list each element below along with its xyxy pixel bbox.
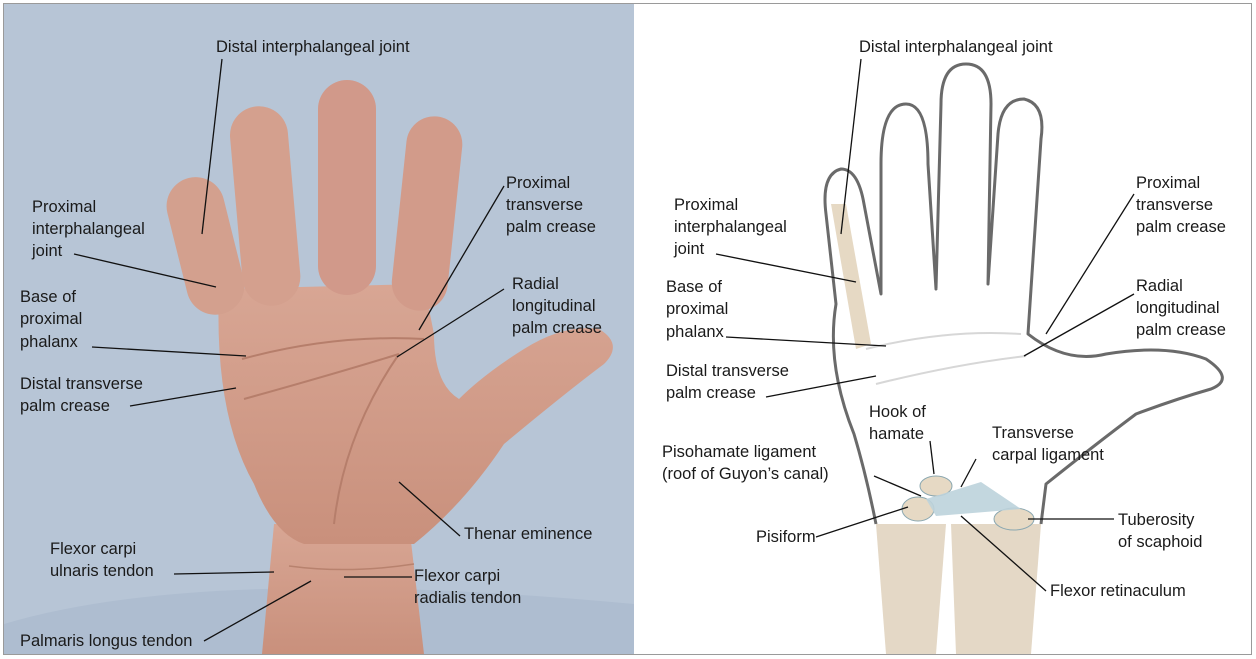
hand-photo: Distal interphalangeal joint Proximal in… (4, 4, 634, 654)
draw-label-base-1: Base of (666, 278, 722, 296)
photo-label-distal-transverse-2: palm crease (20, 397, 110, 415)
hand-drawing-panel: Distal interphalangeal joint Proximal in… (636, 4, 1251, 654)
draw-label-pisohamate-2: (roof of Guyon’s canal) (662, 465, 829, 483)
photo-label-fcr-1: Flexor carpi (414, 567, 500, 585)
draw-label-transverse-carpal-2: carpal ligament (992, 446, 1104, 464)
photo-label-distal-ip: Distal interphalangeal joint (216, 38, 410, 56)
crease-distal-drawn (866, 333, 1021, 349)
middle-finger (318, 80, 376, 295)
draw-label-tuberosity-1: Tuberosity (1118, 511, 1195, 529)
photo-label-radial-3: palm crease (512, 319, 602, 337)
ulna-bone (876, 524, 946, 654)
photo-label-distal-transverse-1: Distal transverse (20, 375, 143, 393)
draw-label-radial-1: Radial (1136, 277, 1183, 295)
photo-label-proximal-ip-1: Proximal (32, 198, 96, 216)
photo-label-proximal-ip-2: interphalangeal (32, 220, 145, 238)
photo-label-proximal-transverse-1: Proximal (506, 174, 570, 192)
photo-label-radial-1: Radial (512, 275, 559, 293)
photo-label-radial-2: longitudinal (512, 297, 595, 315)
draw-label-tuberosity-2: of scaphoid (1118, 533, 1202, 551)
photo-label-proximal-ip-3: joint (31, 242, 63, 260)
draw-label-radial-2: longitudinal (1136, 299, 1219, 317)
photo-label-thenar: Thenar eminence (464, 525, 592, 543)
draw-label-distal-transverse-1: Distal transverse (666, 362, 789, 380)
draw-label-proximal-transverse-1: Proximal (1136, 174, 1200, 192)
draw-label-proximal-transverse-2: transverse (1136, 196, 1213, 214)
photo-label-fcu-2: ulnaris tendon (50, 562, 154, 580)
index-finger (389, 114, 465, 314)
radius-bone (951, 524, 1041, 654)
draw-label-radial-3: palm crease (1136, 321, 1226, 339)
draw-label-proximal-ip-1: Proximal (674, 196, 738, 214)
photo-label-proximal-transverse-3: palm crease (506, 218, 596, 236)
draw-label-proximal-ip-2: interphalangeal (674, 218, 787, 236)
photo-label-base-3: phalanx (20, 333, 79, 351)
draw-label-pisiform: Pisiform (756, 528, 816, 546)
hand-drawing: Distal interphalangeal joint Proximal in… (636, 4, 1251, 654)
photo-label-palmaris: Palmaris longus tendon (20, 632, 192, 650)
draw-label-hook-hamate-1: Hook of (869, 403, 926, 421)
hand-photo-panel: Distal interphalangeal joint Proximal in… (4, 4, 634, 654)
draw-label-transverse-carpal-1: Transverse (992, 424, 1074, 442)
draw-label-proximal-transverse-3: palm crease (1136, 218, 1226, 236)
photo-label-base-1: Base of (20, 288, 76, 306)
draw-label-distal-transverse-2: palm crease (666, 384, 756, 402)
crease-proximal-drawn (876, 356, 1026, 384)
draw-label-flexor-retinaculum: Flexor retinaculum (1050, 582, 1186, 600)
draw-label-hook-hamate-2: hamate (869, 425, 924, 443)
photo-label-proximal-transverse-2: transverse (506, 196, 583, 214)
draw-label-base-2: proximal (666, 300, 728, 318)
draw-label-base-3: phalanx (666, 323, 725, 341)
photo-label-fcu-1: Flexor carpi (50, 540, 136, 558)
draw-label-distal-ip: Distal interphalangeal joint (859, 38, 1053, 56)
photo-label-fcr-2: radialis tendon (414, 589, 521, 607)
little-finger-bones (831, 204, 871, 349)
photo-label-base-2: proximal (20, 310, 82, 328)
draw-label-proximal-ip-3: joint (673, 240, 705, 258)
draw-label-pisohamate-1: Pisohamate ligament (662, 443, 816, 461)
